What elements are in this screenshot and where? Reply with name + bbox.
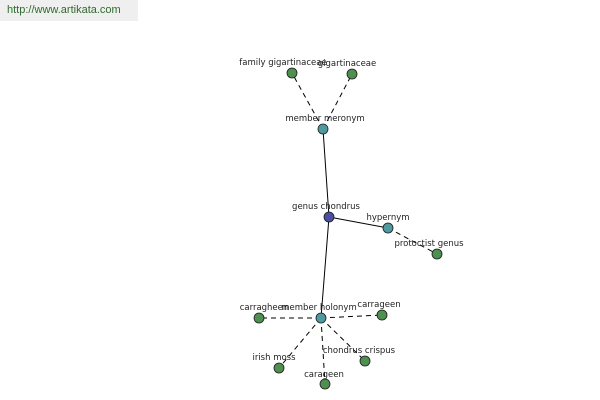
node-circle-carragheen-left[interactable] — [253, 312, 265, 324]
node-circle-carageen[interactable] — [319, 378, 331, 390]
node-irish-moss[interactable]: irish moss — [252, 353, 296, 374]
node-circle-carrageen-right[interactable] — [376, 309, 388, 321]
node-label-chondrus-crispus: chondrus crispus — [323, 346, 396, 356]
edge-genus-chondrus-to-member-meronym — [322, 128, 330, 218]
edge-genus-chondrus-to-member-holonym — [320, 216, 330, 319]
node-carragheen-left[interactable]: carragheen — [240, 303, 289, 324]
edge-member-holonym-to-chondrus-crispus — [320, 317, 366, 362]
node-hypernym[interactable]: hypernym — [366, 213, 410, 234]
node-label-irish-moss: irish moss — [252, 353, 296, 363]
edge-member-meronym-to-family-gigartinaceae — [291, 72, 324, 130]
node-circle-protoctist-genus[interactable] — [431, 248, 443, 260]
node-circle-irish-moss[interactable] — [273, 362, 285, 374]
node-chondrus-crispus[interactable]: chondrus crispus — [323, 346, 396, 367]
node-circle-chondrus-crispus[interactable] — [359, 355, 371, 367]
graph-edges — [259, 72, 438, 385]
node-circle-genus-chondrus[interactable] — [323, 211, 335, 223]
edge-member-meronym-to-gigartinaceae — [322, 73, 353, 130]
edge-member-holonym-to-irish-moss — [278, 317, 322, 369]
edge-member-holonym-to-carrageen-right — [320, 314, 383, 319]
node-label-genus-chondrus: genus chondrus — [292, 202, 360, 212]
edge-genus-chondrus-to-hypernym — [328, 216, 389, 229]
node-genus-chondrus[interactable]: genus chondrus — [292, 202, 361, 223]
node-label-member-holonym: member holonym — [281, 303, 356, 313]
edge-member-holonym-to-carageen — [320, 317, 326, 385]
graph-nodes: genus chondrus member meronym hypernym memb… — [239, 58, 464, 390]
node-label-carragheen-left: carragheen — [240, 303, 289, 313]
node-label-carrageen-right: carrageen — [357, 300, 400, 310]
source-url-banner[interactable]: http://www.artikata.com — [0, 0, 138, 21]
edge-hypernym-to-protoctist-genus — [387, 227, 438, 255]
node-member-holonym[interactable]: member holonym — [281, 303, 357, 324]
node-circle-gigartinaceae[interactable] — [346, 68, 358, 80]
node-family-gigartinaceae[interactable]: family gigartinaceae — [239, 58, 327, 79]
node-carageen[interactable]: carageen — [304, 370, 344, 390]
node-label-hypernym: hypernym — [366, 213, 409, 223]
node-circle-member-meronym[interactable] — [317, 123, 329, 135]
node-circle-family-gigartinaceae[interactable] — [286, 67, 298, 79]
node-circle-member-holonym[interactable] — [315, 312, 327, 324]
node-label-family-gigartinaceae: family gigartinaceae — [239, 58, 326, 68]
node-label-gigartinaceae: gigartinaceae — [318, 59, 377, 69]
node-member-meronym[interactable]: member meronym — [285, 114, 365, 135]
node-label-member-meronym: member meronym — [285, 114, 364, 124]
node-label-protoctist-genus: protoctist genus — [394, 239, 464, 249]
node-gigartinaceae[interactable]: gigartinaceae — [318, 59, 377, 80]
node-carrageen-right[interactable]: carrageen — [357, 300, 401, 321]
node-label-carageen: carageen — [304, 370, 344, 380]
node-circle-hypernym[interactable] — [382, 222, 394, 234]
node-protoctist-genus[interactable]: protoctist genus — [394, 239, 464, 260]
